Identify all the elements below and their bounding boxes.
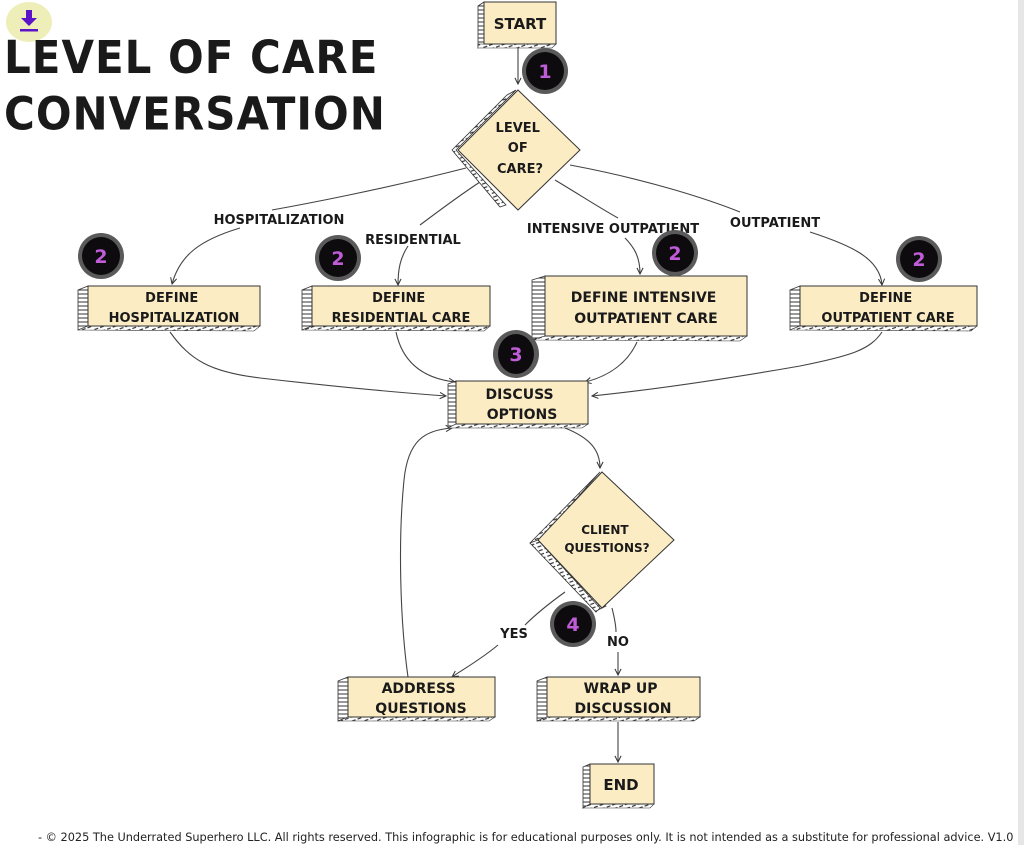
edge-hosp-discuss (169, 331, 446, 396)
discuss-line-1: DISCUSS (486, 387, 554, 403)
edge-level-op (569, 164, 882, 285)
svg-text:CLIENT QUESTIONS?: CLIENT QUESTIONS? (564, 523, 649, 555)
address-line-1: ADDRESS (382, 681, 456, 697)
edge-res-discuss (395, 331, 455, 382)
edge-level-res (398, 181, 481, 285)
client-line-2: QUESTIONS? (564, 541, 649, 555)
level-line-3: CARE? (497, 162, 543, 177)
edge-label-residential: RESIDENTIAL (365, 233, 461, 248)
edge-level-hosp (172, 167, 467, 284)
node-define-residential: DEFINE RESIDENTIAL CARE (301, 285, 491, 332)
badge-2-hospitalization: 2 (78, 233, 124, 279)
node-address-questions: ADDRESS QUESTIONS (337, 676, 496, 722)
edge-label-hospitalization: HOSPITALIZATION (214, 213, 345, 228)
svg-text:WRAP UP DISCUSSION: WRAP UP DISCUSSION (575, 681, 672, 717)
svg-text:1: 1 (538, 61, 551, 83)
wrap-line-2: DISCUSSION (575, 701, 672, 717)
badge-1: 1 (522, 48, 568, 94)
badge-3: 3 (493, 330, 539, 378)
page-title: LEVEL OF CARE CONVERSATION (4, 30, 386, 142)
download-icon (20, 10, 38, 32)
footer-disclaimer: - © 2025 The Underrated Superhero LLC. A… (38, 831, 1014, 844)
level-line-2: OF (508, 141, 528, 156)
svg-text:2: 2 (912, 249, 925, 271)
iop-line-1: DEFINE INTENSIVE (571, 290, 717, 306)
node-level-decision-text: LEVEL OF CARE? (496, 121, 545, 177)
svg-text:DEFINE INTENSIVE OUTPATI: DEFINE INTENSIVE OUTPATIENT CARE (571, 290, 721, 327)
discuss-line-2: OPTIONS (487, 407, 558, 423)
edge-op-discuss (592, 331, 883, 396)
svg-text:ADDRESS QUESTIONS: ADDRESS QUESTIONS (375, 681, 466, 717)
res-line-2: RESIDENTIAL CARE (332, 311, 471, 326)
node-discuss-options: DISCUSS OPTIONS (447, 380, 589, 429)
edge-client-no (612, 607, 618, 675)
svg-text:2: 2 (94, 246, 107, 268)
edge-discuss-client (564, 427, 600, 468)
node-client-decision: CLIENT QUESTIONS? (529, 471, 675, 613)
svg-text:DISCUSS OPTIONS: DISCUSS OPTIONS (486, 387, 559, 423)
iop-line-2: OUTPATIENT CARE (574, 311, 717, 327)
res-line-1: DEFINE (372, 291, 425, 306)
svg-text:3: 3 (509, 344, 522, 366)
scrollbar[interactable] (1018, 0, 1024, 845)
edge-label-outpatient: OUTPATIENT (730, 216, 820, 231)
node-end: END (581, 763, 655, 809)
badge-2-outpatient: 2 (896, 236, 942, 282)
node-start-label: START (494, 15, 547, 33)
address-line-2: QUESTIONS (375, 701, 466, 717)
edge-level-iop (554, 179, 640, 274)
node-level-decision: LEVEL OF CARE? (451, 89, 581, 211)
op-line-2: OUTPATIENT CARE (821, 311, 954, 326)
svg-text:DEFINE HOSPITALIZATION: DEFINE HOSPITALIZATION (109, 291, 240, 326)
title-line-1: LEVEL OF CARE (4, 31, 379, 84)
node-define-outpatient: DEFINE OUTPATIENT CARE (789, 285, 978, 332)
wrap-line-1: WRAP UP (584, 681, 658, 697)
badge-4: 4 (550, 601, 596, 647)
hosp-line-2: HOSPITALIZATION (109, 311, 240, 326)
svg-text:2: 2 (331, 248, 344, 270)
node-start: START (477, 1, 557, 49)
edge-label-yes: YES (499, 627, 528, 642)
badge-2-intensive-outpatient: 2 (652, 230, 698, 276)
svg-text:DEFINE RESIDENTIAL CARE: DEFINE RESIDENTIAL CARE (332, 291, 471, 326)
node-end-label: END (603, 776, 638, 794)
node-define-intensive-outpatient: DEFINE INTENSIVE OUTPATIENT CARE (531, 275, 748, 342)
edge-label-no: NO (607, 635, 629, 650)
node-wrap-up: WRAP UP DISCUSSION (536, 676, 701, 722)
edge-iop-discuss (585, 341, 638, 382)
edges (170, 45, 882, 762)
title-line-2: CONVERSATION (4, 87, 386, 141)
hosp-line-1: DEFINE (145, 291, 198, 306)
badge-2-residential: 2 (315, 235, 361, 281)
op-line-1: DEFINE (859, 291, 912, 306)
client-line-1: CLIENT (581, 523, 629, 537)
svg-text:2: 2 (668, 243, 681, 265)
download-button[interactable] (6, 2, 52, 42)
edge-label-intensive-outpatient: INTENSIVE OUTPATIENT (527, 222, 699, 237)
edge-address-discuss (399, 428, 452, 678)
svg-text:4: 4 (566, 614, 579, 636)
edge-client-yes (452, 591, 566, 677)
level-line-1: LEVEL (496, 121, 540, 136)
node-define-hospitalization: DEFINE HOSPITALIZATION (77, 285, 261, 332)
svg-text:DEFINE OUTPATIENT CARE: DEFINE OUTPATIENT CARE (821, 291, 954, 326)
